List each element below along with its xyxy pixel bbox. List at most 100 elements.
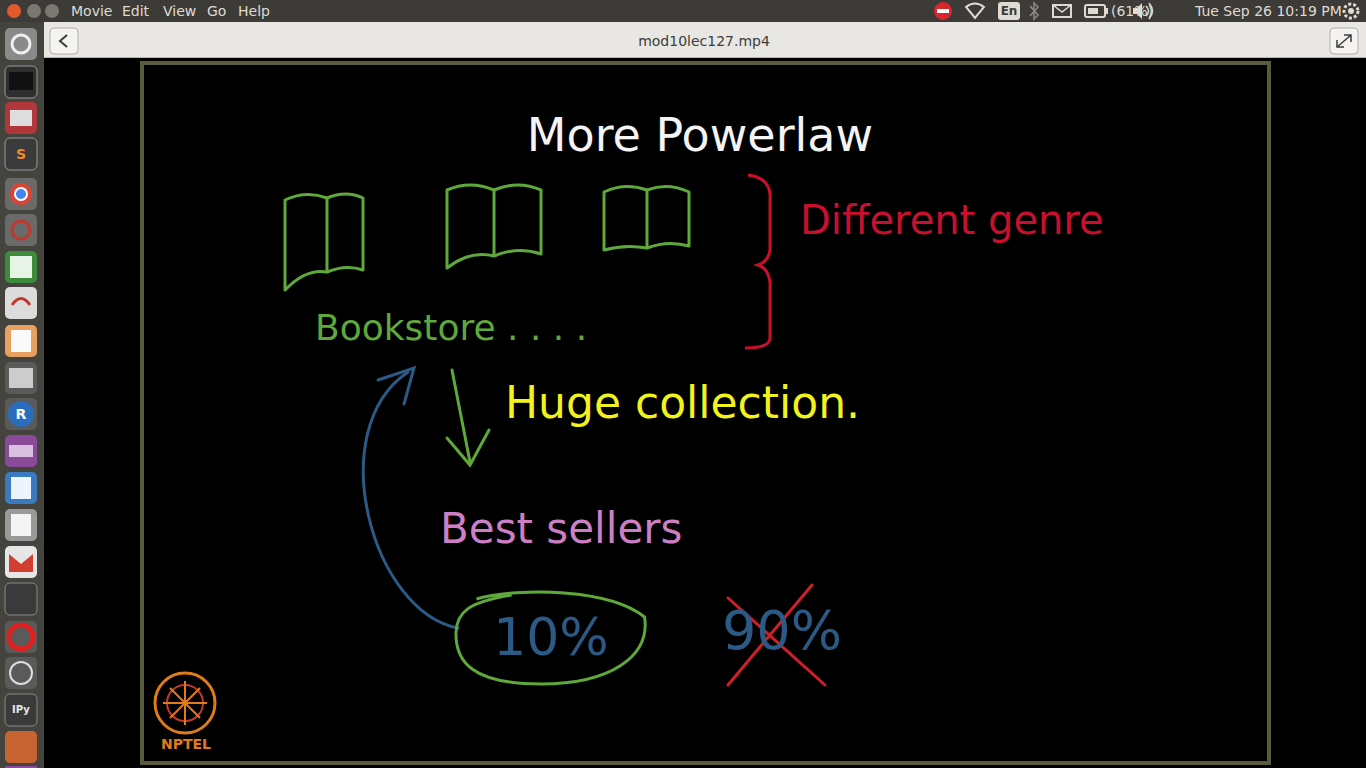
launcher-bar-part (12, 299, 30, 306)
launcher-bar-part (5, 694, 37, 726)
down-arrow-part (447, 430, 489, 465)
indicator-icons-part (966, 4, 984, 19)
player-header-part (44, 57, 1366, 58)
launcher-bar-part (5, 435, 37, 467)
launcher-bar-part (9, 72, 33, 90)
window-title: mod10lec127.mp4 (638, 34, 770, 48)
icon-letter: R (16, 407, 27, 421)
launcher-bar (0, 22, 44, 768)
launcher-bar-part (11, 330, 31, 352)
indicator-icons-part (1030, 3, 1038, 19)
node-outline-path (456, 592, 645, 684)
keyboard-layout: En (1001, 5, 1018, 17)
launcher-bar-part (5, 509, 37, 541)
slide-note: Huge collection. (505, 381, 860, 425)
launcher-bar-part (5, 214, 37, 246)
launcher-bar-part (9, 554, 33, 572)
icon-letter: IPy (12, 705, 30, 715)
launcher-bar-part (11, 514, 31, 536)
nptel-logo-part (155, 673, 215, 733)
launcher-bar-part (5, 583, 37, 615)
launcher-bar-part (12, 35, 30, 53)
book-drawing-part (326, 198, 329, 272)
indicator-icons-part (1105, 8, 1108, 14)
curved-arrow-part (378, 368, 414, 404)
launcher-bar-part (15, 188, 27, 200)
launcher-bar-part (5, 362, 37, 394)
launcher-bar-part (10, 662, 32, 684)
indicator-icons-part (934, 2, 952, 20)
slide-title: More Powerlaw (527, 112, 873, 158)
launcher-bar-part (5, 66, 37, 98)
indicator-icons-part (1053, 5, 1071, 17)
launcher-bar-part (9, 368, 33, 388)
player-header (44, 22, 1366, 58)
launcher-bar-part (5, 766, 37, 768)
curved-arrow (363, 368, 458, 628)
player-header-part (44, 22, 1366, 58)
indicator-icons-part (937, 9, 949, 13)
launcher-bar-part (5, 138, 37, 170)
slide-note: Bookstore . . . . (315, 310, 587, 346)
launcher-bar-part (8, 401, 34, 427)
menu-item: Go (207, 4, 226, 18)
slide-note: Different genre (800, 200, 1104, 240)
player-header-part (1330, 28, 1358, 54)
book-drawing-part (447, 185, 541, 268)
indicator-icons-part (1348, 8, 1354, 14)
curved-arrow-part (363, 372, 458, 628)
book-drawing (285, 185, 689, 290)
launcher-bar-part (10, 110, 32, 126)
player-header-part (50, 28, 78, 54)
top-panel-part (0, 0, 1366, 22)
launcher-bar-part (10, 256, 32, 278)
clock-text: Tue Sep 26 10:19 PM (1195, 4, 1342, 18)
crossed-number: 90% (722, 604, 842, 658)
genre-bracket-part (745, 175, 770, 348)
launcher-bar-part (5, 731, 37, 763)
launcher-bar-part (5, 178, 37, 210)
slide-note: Best sellers (440, 508, 682, 550)
launcher-bar-part (11, 477, 31, 499)
indicator-icons-part (1088, 8, 1098, 14)
book-drawing-part (604, 186, 689, 250)
menu-item: View (163, 4, 196, 18)
nptel-logo (155, 673, 215, 733)
menu-item: Movie (71, 4, 112, 18)
launcher-bar-part (5, 546, 37, 578)
indicator-icons-part (1085, 5, 1105, 17)
book-drawing-part (646, 190, 649, 248)
battery-percent: (61%) (1111, 4, 1153, 18)
launcher-bar-part (5, 398, 37, 430)
launcher-bar-part (9, 625, 33, 649)
launcher-bar-part (5, 325, 37, 357)
launcher-bar-part (5, 621, 37, 653)
slide-frame-part (44, 58, 1366, 768)
down-arrow (447, 370, 489, 465)
nptel-logo-part (163, 681, 207, 725)
book-drawing-part (285, 194, 363, 290)
menu-item: Help (238, 4, 270, 18)
launcher-bar-part (5, 28, 37, 60)
indicator-icons-part (998, 2, 1020, 20)
launcher-bar-part (9, 445, 33, 457)
indicator-icons (934, 2, 1358, 20)
launcher-bar-part (5, 251, 37, 283)
book-drawing-part (493, 190, 496, 256)
player-header-part (1337, 35, 1351, 47)
indicator-icons-part (1344, 4, 1358, 18)
launcher-bar-part (12, 221, 30, 239)
launcher-bar-part (5, 287, 37, 319)
launcher-bar-part (5, 657, 37, 689)
launcher-bar-part (5, 102, 37, 134)
node-text: 10% (493, 611, 609, 663)
slide-frame-part (142, 63, 1269, 763)
top-panel-part (45, 4, 59, 18)
indicator-icons-part (1053, 5, 1071, 12)
launcher-bar-part (5, 472, 37, 504)
player-header-part (60, 35, 67, 47)
genre-bracket (745, 175, 770, 348)
launcher-bar-part (10, 183, 32, 205)
top-panel-part (27, 4, 41, 18)
menu-item: Edit (122, 4, 149, 18)
